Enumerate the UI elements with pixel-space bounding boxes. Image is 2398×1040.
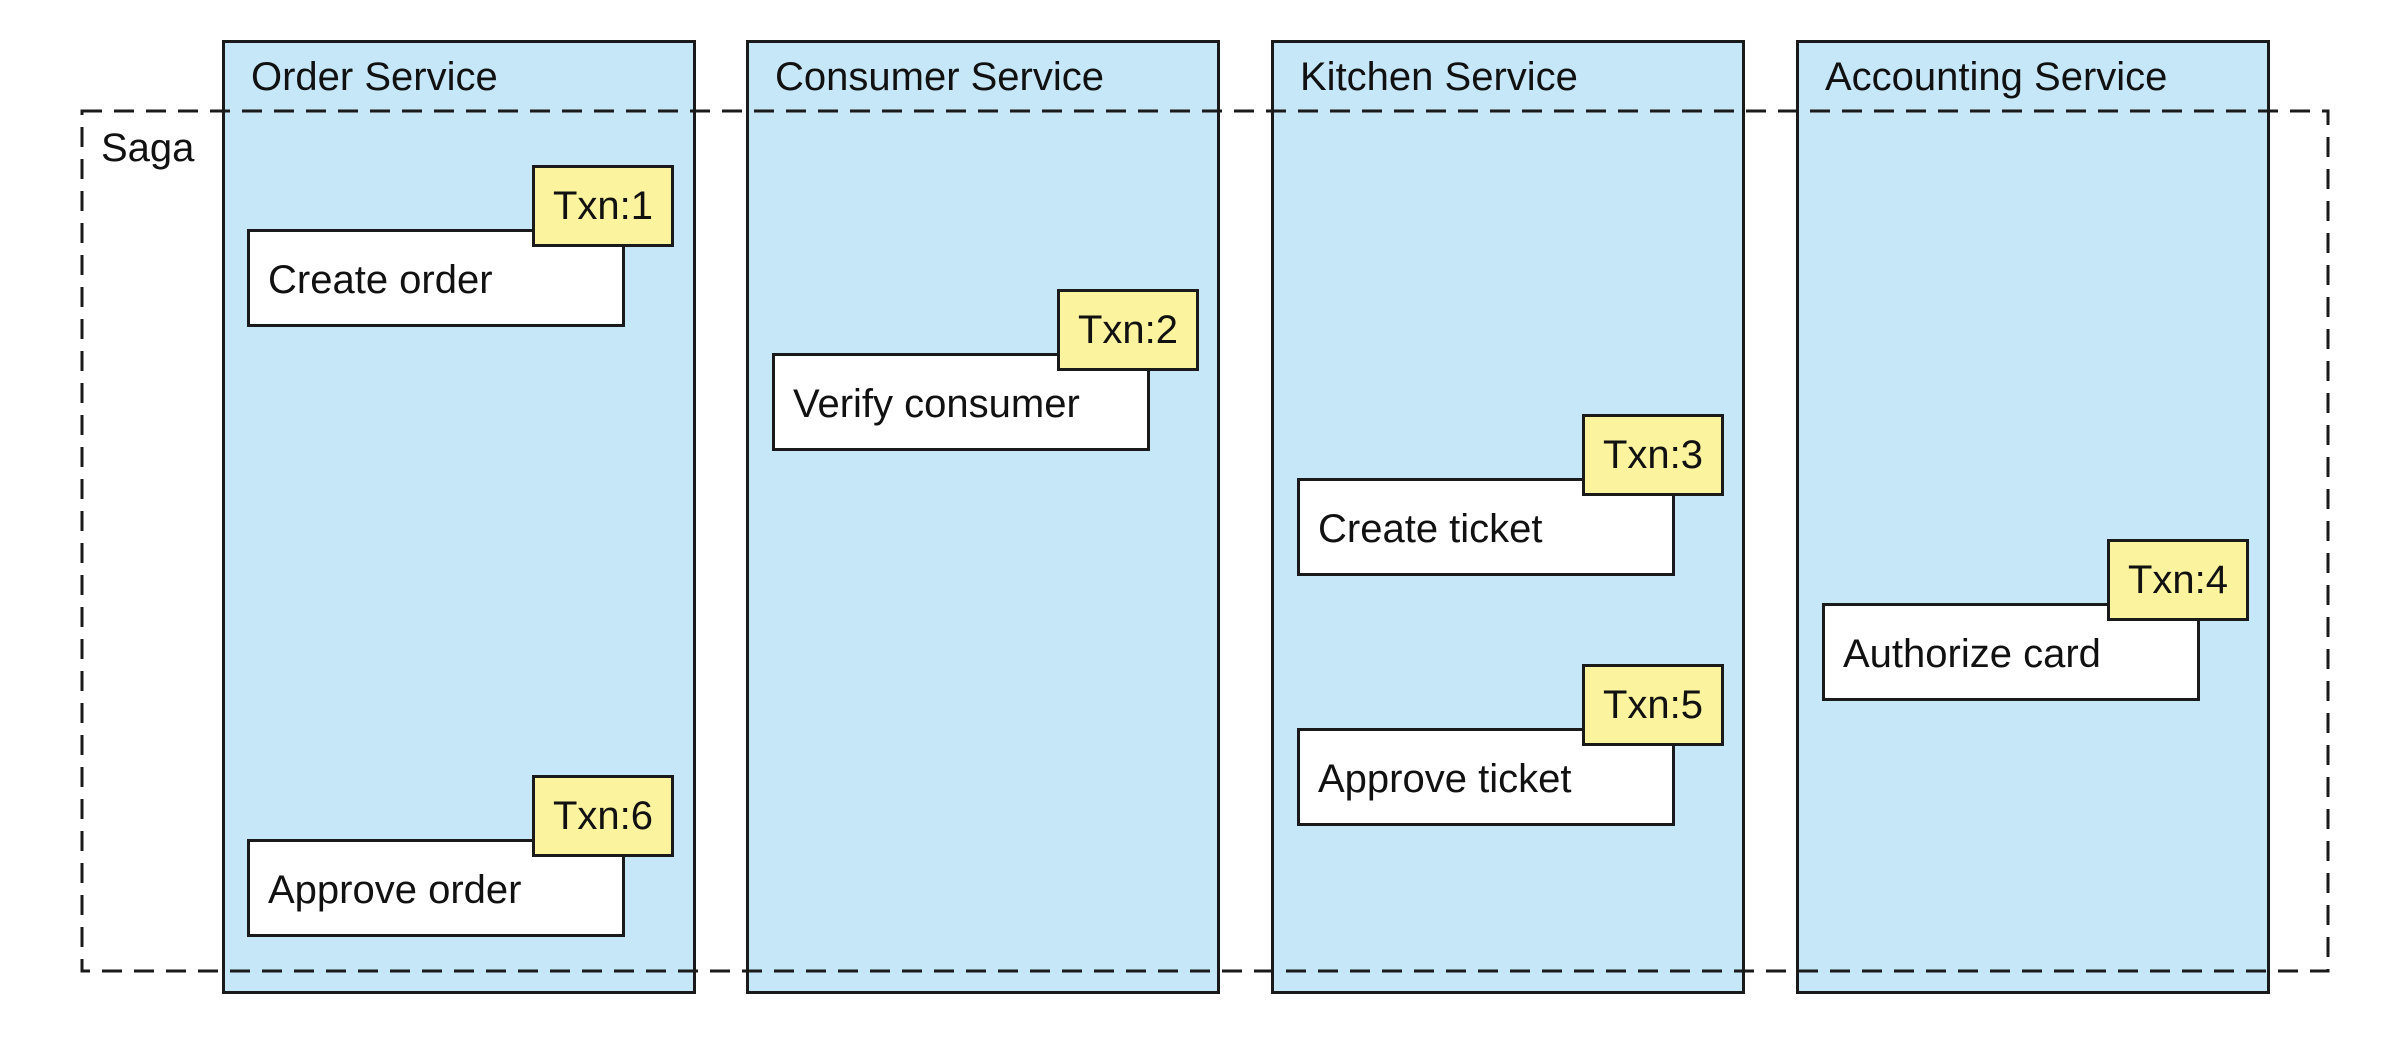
txn-badge: Txn:1	[532, 165, 674, 247]
step-box: Create ticket	[1297, 478, 1675, 576]
consumer-service-lane: Consumer Service	[746, 40, 1220, 994]
step-box: Create order	[247, 229, 625, 327]
step-box: Approve order	[247, 839, 625, 937]
service-title: Consumer Service	[775, 55, 1105, 99]
step-label: Verify consumer	[793, 382, 1080, 426]
txn-badge: Txn:3	[1582, 414, 1724, 496]
step-label: Create order	[268, 258, 493, 302]
step-label: Create ticket	[1318, 507, 1543, 551]
txn-badge: Txn:5	[1582, 664, 1724, 746]
step-label: Approve order	[268, 868, 522, 912]
txn-badge: Txn:6	[532, 775, 674, 857]
accounting-service-lane: Accounting Service	[1796, 40, 2270, 994]
service-title: Order Service	[251, 55, 498, 99]
txn-badge: Txn:2	[1057, 289, 1199, 371]
txn-badge: Txn:4	[2107, 539, 2249, 621]
service-title: Accounting Service	[1825, 55, 2168, 99]
step-label: Authorize card	[1843, 632, 2101, 676]
saga-label: Saga	[101, 126, 195, 170]
step-label: Approve ticket	[1318, 757, 1572, 801]
service-title: Kitchen Service	[1300, 55, 1578, 99]
